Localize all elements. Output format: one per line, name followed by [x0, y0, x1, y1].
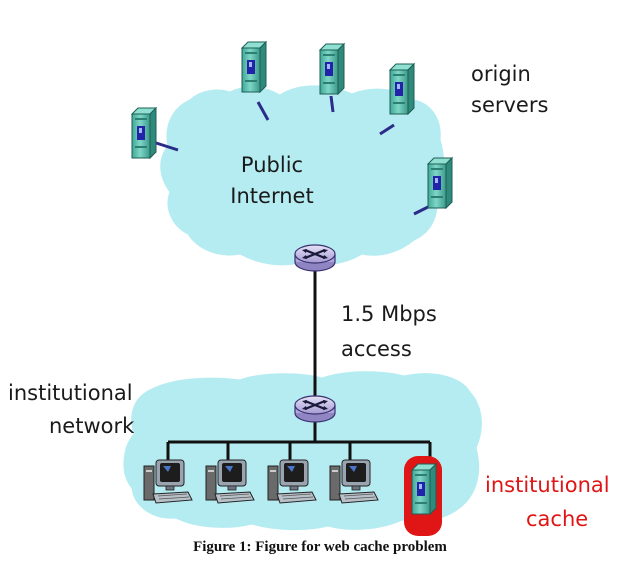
- institutional-cache-label-line2: cache: [526, 507, 589, 531]
- server-icon: [427, 157, 453, 209]
- origin-server-links: [152, 95, 433, 216]
- server-icon: [389, 63, 415, 115]
- access-link-label-line1: 1.5 Mbps: [341, 302, 437, 326]
- institutional-network-label-line1: institutional: [8, 381, 133, 405]
- institutional-cache-label-line1: institutional: [485, 473, 610, 497]
- figure-caption: Figure 1: Figure for web cache problem: [193, 539, 447, 555]
- public-internet-cloud: [160, 85, 444, 266]
- origin-servers-label-line2: servers: [471, 93, 549, 117]
- router-icon: [293, 394, 337, 424]
- server-icon: [131, 107, 157, 159]
- server-icon: [319, 43, 345, 95]
- public-internet-label-line1: Public: [240, 153, 304, 177]
- router-icon: [293, 243, 337, 273]
- institutional-network-label-line2: network: [49, 414, 135, 438]
- server-icon: [411, 463, 437, 515]
- server-icon: [241, 41, 267, 93]
- access-link-label-line2: access: [341, 337, 412, 361]
- origin-servers-label-line1: origin: [471, 62, 531, 86]
- public-internet-label-line2: Internet: [230, 184, 314, 208]
